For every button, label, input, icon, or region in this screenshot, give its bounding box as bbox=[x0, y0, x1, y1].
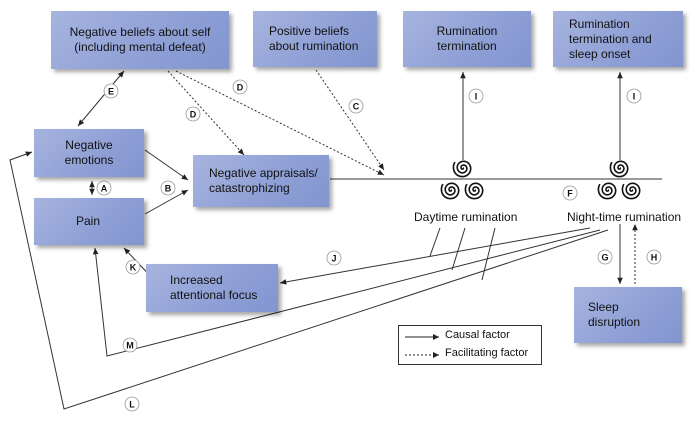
letter-k-circle bbox=[125, 259, 141, 275]
nighttime-spiral-1 bbox=[609, 160, 629, 178]
legend-causal: Causal factor bbox=[405, 329, 539, 345]
daytime-rumination-label: Daytime rumination bbox=[414, 210, 518, 224]
letter-l-circle bbox=[124, 396, 140, 412]
letter-j: J bbox=[331, 254, 336, 264]
tick-m-night bbox=[481, 227, 496, 281]
daytime-spiral-1 bbox=[452, 160, 472, 178]
letter-i1: I bbox=[475, 92, 478, 102]
letter-i2-circle bbox=[626, 88, 642, 104]
letter-m: M bbox=[126, 341, 134, 351]
letter-e-circle bbox=[103, 83, 119, 99]
tick-j-day bbox=[429, 227, 441, 257]
arrow-e bbox=[77, 70, 125, 127]
positive-beliefs-box: Positive beliefs about rumination bbox=[253, 11, 377, 67]
sleep-disruption-box: Sleep disruption bbox=[574, 287, 682, 343]
pain-box: Pain bbox=[34, 198, 144, 245]
letter-d2: D bbox=[237, 83, 244, 93]
legend-facilitating-label: Facilitating factor bbox=[445, 347, 529, 359]
negative-appraisals-box: Negative appraisals/ catastrophizing bbox=[193, 155, 329, 207]
nighttime-rumination-label: Night-time rumination bbox=[567, 210, 682, 224]
rumination-termination-box: Rumination termination bbox=[403, 11, 531, 67]
letter-i2: I bbox=[633, 92, 636, 102]
arrow-j bbox=[279, 227, 591, 285]
attentional-focus-box: Increased attentional focus bbox=[146, 264, 278, 312]
arrow-d-line bbox=[175, 70, 385, 176]
arrow-d-appraisals bbox=[167, 70, 245, 156]
letter-d1: D bbox=[190, 110, 197, 120]
letter-m-circle bbox=[122, 337, 138, 353]
negative-beliefs-box: Negative beliefs about self (including m… bbox=[51, 11, 229, 69]
nighttime-spiral-3 bbox=[621, 182, 641, 200]
letter-d2-circle bbox=[232, 79, 248, 95]
rumination-termination-sleep-box: Rumination termination and sleep onset bbox=[553, 11, 683, 67]
nighttime-spiral-2 bbox=[597, 182, 617, 200]
letter-b-circle bbox=[160, 180, 176, 196]
letter-f-circle bbox=[562, 185, 578, 201]
letter-k: K bbox=[130, 263, 137, 273]
letter-a: A bbox=[101, 184, 108, 194]
arrow-c bbox=[315, 69, 385, 171]
legend-causal-label: Causal factor bbox=[445, 329, 510, 341]
letter-a-circle bbox=[96, 180, 112, 196]
letter-h-circle bbox=[646, 249, 662, 265]
arrow-l bbox=[9, 151, 609, 410]
letter-d1-circle bbox=[185, 106, 201, 122]
arrow-m bbox=[92, 229, 601, 357]
legend: Causal factor Facilitating factor bbox=[398, 325, 542, 365]
negative-emotions-box: Negative emotions bbox=[34, 129, 144, 177]
letter-h: H bbox=[651, 253, 658, 263]
daytime-spiral-2 bbox=[440, 182, 460, 200]
letter-g-circle bbox=[597, 249, 613, 265]
daytime-spiral-3 bbox=[464, 182, 484, 200]
letter-c-circle bbox=[348, 98, 364, 114]
letter-l: L bbox=[129, 400, 135, 410]
letter-g: G bbox=[601, 253, 608, 263]
letter-b: B bbox=[165, 184, 172, 194]
letter-f: F bbox=[567, 189, 573, 199]
letter-j-circle bbox=[326, 250, 342, 266]
legend-facilitating: Facilitating factor bbox=[405, 347, 539, 363]
arrow-b-pain bbox=[144, 189, 189, 215]
tick-m-day bbox=[451, 227, 466, 271]
arrow-b-emotions bbox=[144, 149, 189, 181]
letter-e: E bbox=[108, 87, 114, 97]
letter-c: C bbox=[353, 102, 360, 112]
letter-i1-circle bbox=[468, 88, 484, 104]
